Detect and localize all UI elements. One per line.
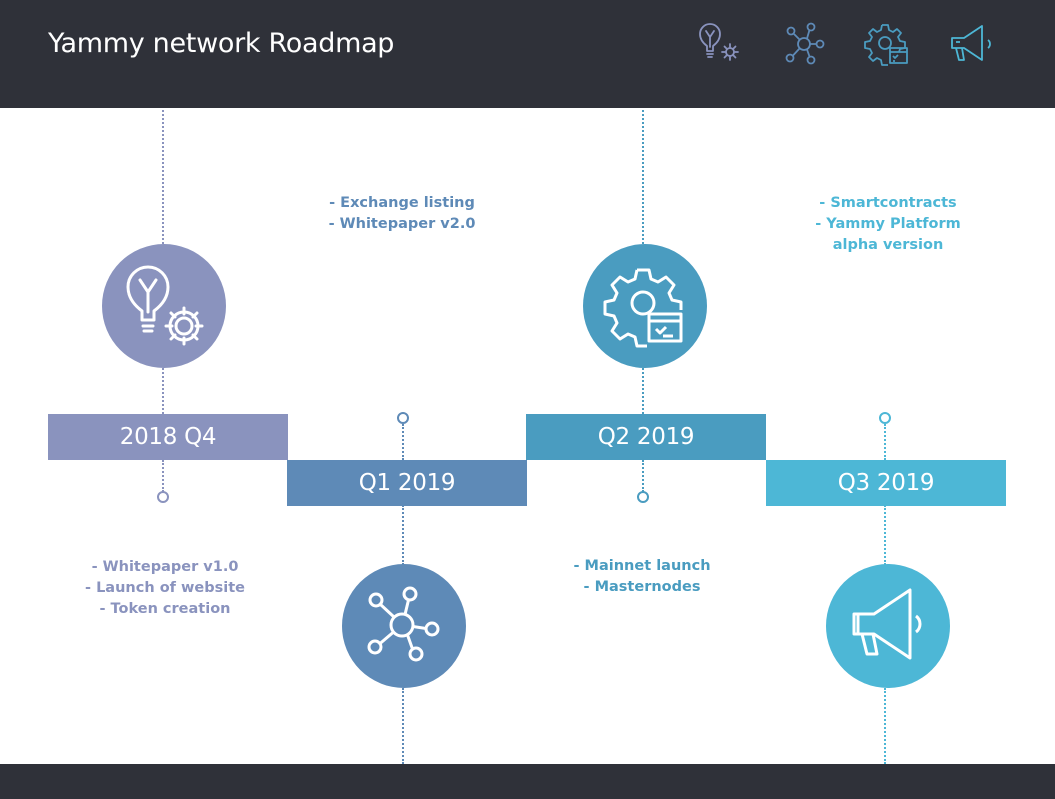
list-item: - Launch of website	[85, 580, 245, 596]
list-item: - Masternodes	[583, 579, 701, 595]
gear-checklist-icon	[603, 268, 683, 348]
timeline-connector	[402, 424, 404, 460]
timeline-connector	[402, 688, 404, 764]
list-item: - Mainnet launch	[573, 558, 711, 574]
period-label-q2-2019: Q2 2019	[526, 414, 766, 460]
timeline-dot	[879, 412, 891, 424]
timeline-dot	[637, 491, 649, 503]
timeline-connector	[642, 368, 644, 414]
milestone-circle-q1-2019	[342, 564, 466, 688]
network-icon	[778, 18, 830, 70]
period-label-q1-2019: Q1 2019	[287, 460, 527, 506]
list-item: - Whitepaper v2.0	[328, 216, 476, 232]
timeline-connector	[162, 460, 164, 492]
timeline-connector	[884, 505, 886, 565]
timeline-connector	[642, 110, 644, 244]
list-item: - Yammy Platform	[815, 216, 961, 232]
header-bar: Yammy network Roadmap	[0, 0, 1055, 108]
milestone-notes-q1-2019: - Exchange listing - Whitepaper v2.0	[292, 193, 512, 235]
milestone-notes-q3-2019: - Smartcontracts - Yammy Platform alpha …	[778, 193, 998, 256]
timeline-connector	[402, 505, 404, 565]
list-item: - Whitepaper v1.0	[91, 559, 239, 575]
list-item: - Smartcontracts	[819, 195, 957, 211]
milestone-notes-q2-2019: - Mainnet launch - Masternodes	[532, 556, 752, 598]
period-label-q3-2019: Q3 2019	[766, 460, 1006, 506]
lightbulb-gear-icon	[690, 18, 742, 70]
megaphone-icon	[852, 588, 922, 660]
network-icon	[367, 586, 440, 662]
milestone-circle-2018-q4	[102, 244, 226, 368]
milestone-circle-q3-2019	[826, 564, 950, 688]
list-item: - Exchange listing	[329, 195, 475, 211]
timeline-connector	[884, 688, 886, 764]
timeline-connector	[162, 110, 164, 244]
milestone-notes-2018-q4: - Whitepaper v1.0 - Launch of website - …	[55, 557, 275, 620]
milestone-circle-q2-2019	[583, 244, 707, 368]
list-item: alpha version	[832, 237, 944, 253]
period-label-2018-q4: 2018 Q4	[48, 414, 288, 460]
timeline-dot	[157, 491, 169, 503]
timeline-dot	[397, 412, 409, 424]
lightbulb-gear-icon	[126, 265, 204, 346]
gear-checklist-icon	[860, 18, 912, 70]
list-item: - Token creation	[99, 601, 231, 617]
timeline-connector	[642, 460, 644, 492]
footer-bar	[0, 764, 1055, 799]
page-title: Yammy network Roadmap	[48, 28, 395, 59]
megaphone-icon	[944, 18, 996, 70]
timeline-connector	[884, 424, 886, 460]
timeline-connector	[162, 368, 164, 414]
